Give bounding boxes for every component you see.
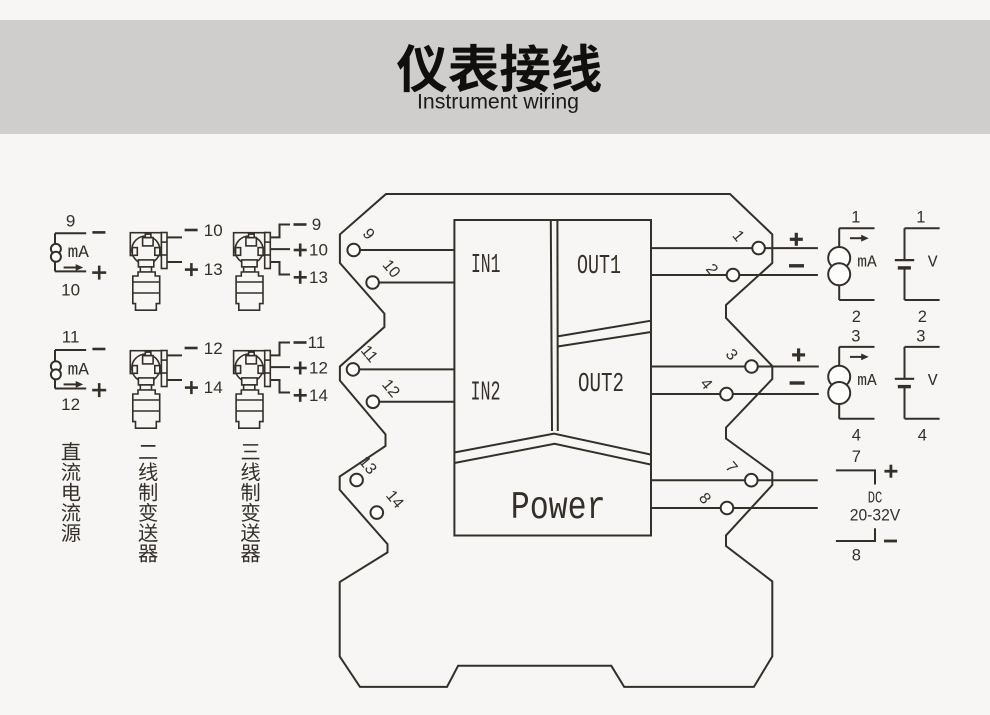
- svg-text:DC: DC: [868, 488, 883, 507]
- svg-text:Instrument wiring: Instrument wiring: [417, 91, 579, 114]
- svg-text:mA: mA: [68, 360, 90, 380]
- svg-text:10: 10: [309, 241, 328, 260]
- svg-text:3: 3: [851, 327, 860, 345]
- svg-text:13: 13: [309, 268, 328, 287]
- svg-text:11: 11: [62, 328, 80, 347]
- svg-text:11: 11: [308, 333, 326, 352]
- svg-text:2: 2: [852, 308, 861, 326]
- svg-text:mA: mA: [857, 252, 877, 271]
- svg-text:4: 4: [918, 427, 927, 445]
- svg-text:10: 10: [61, 280, 80, 299]
- svg-text:14: 14: [309, 386, 328, 405]
- svg-text:V: V: [928, 252, 938, 271]
- svg-text:IN1: IN1: [471, 251, 501, 281]
- svg-text:OUT1: OUT1: [577, 252, 621, 282]
- svg-text:12: 12: [204, 339, 223, 358]
- svg-text:3: 3: [916, 327, 925, 345]
- svg-text:12: 12: [61, 395, 80, 414]
- svg-text:Power: Power: [511, 486, 606, 530]
- svg-text:13: 13: [204, 260, 223, 279]
- svg-text:1: 1: [916, 209, 925, 227]
- svg-text:14: 14: [204, 378, 223, 397]
- svg-text:mA: mA: [68, 243, 90, 263]
- svg-text:9: 9: [66, 211, 75, 230]
- svg-text:7: 7: [852, 448, 861, 466]
- svg-text:8: 8: [852, 546, 861, 564]
- svg-text:mA: mA: [857, 371, 877, 390]
- svg-text:V: V: [928, 371, 938, 390]
- svg-text:1: 1: [851, 209, 860, 227]
- svg-text:10: 10: [204, 221, 223, 240]
- svg-text:4: 4: [852, 427, 861, 445]
- svg-text:OUT2: OUT2: [578, 370, 624, 400]
- svg-text:2: 2: [918, 308, 927, 326]
- svg-text:20-32V: 20-32V: [850, 506, 901, 524]
- svg-text:IN2: IN2: [471, 379, 501, 409]
- svg-text:9: 9: [312, 215, 321, 234]
- svg-text:12: 12: [309, 359, 328, 378]
